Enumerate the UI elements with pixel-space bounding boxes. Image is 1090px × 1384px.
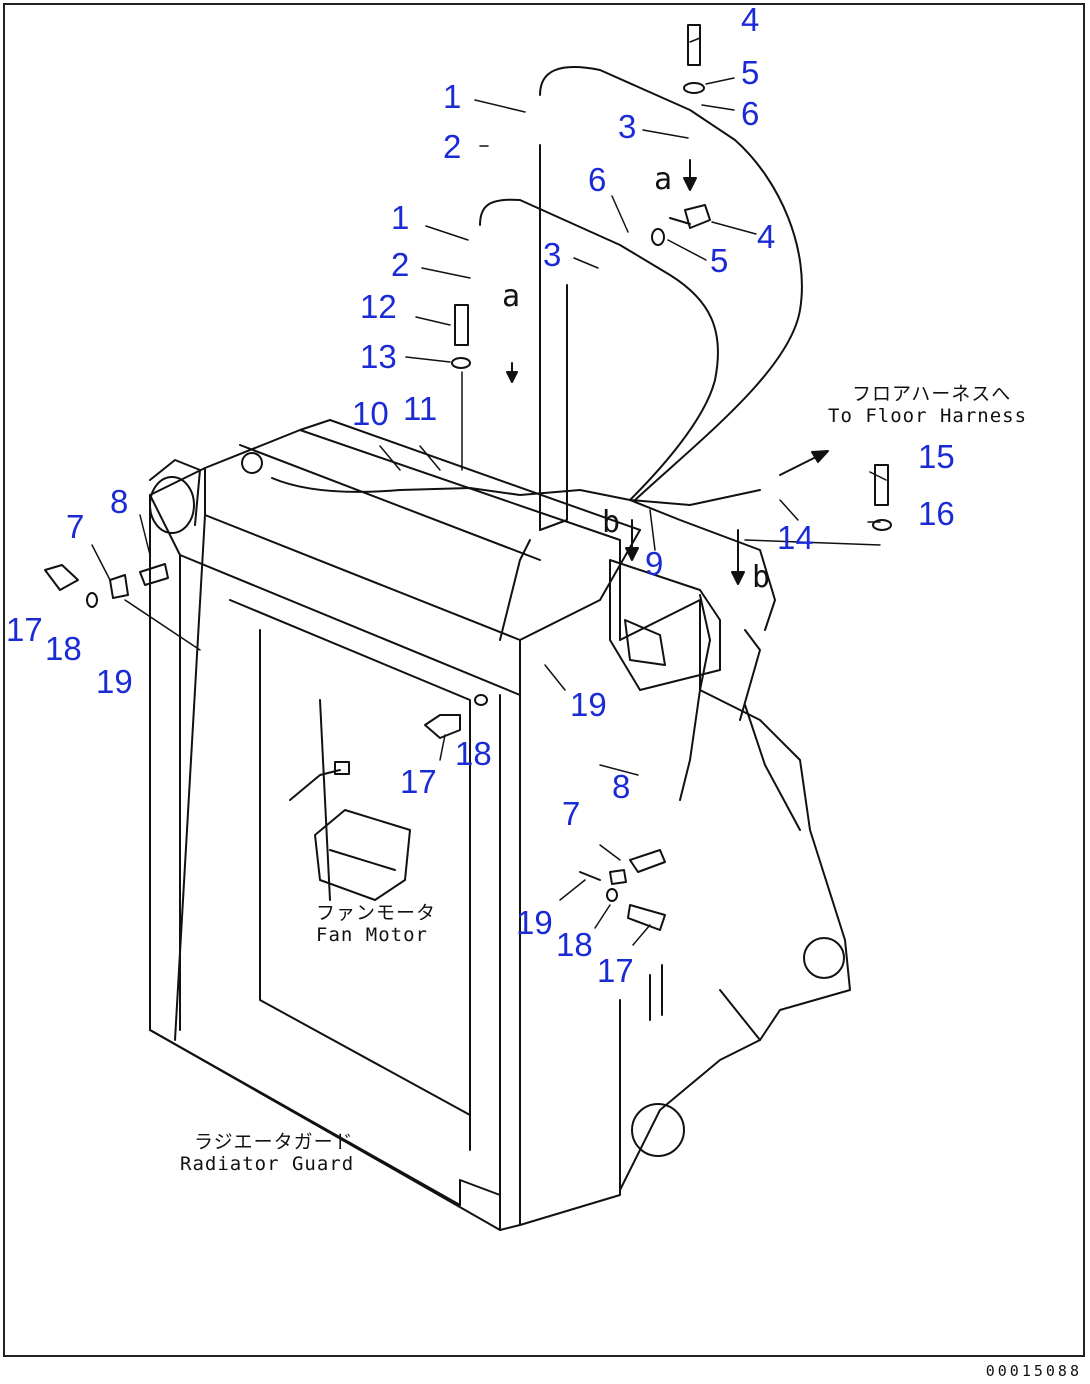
callout-4: 4	[741, 1, 760, 38]
harness-wiring	[271, 66, 803, 801]
caption-floor-harness-jp: フロアハーネスへ	[852, 383, 1012, 405]
callout-2: 2	[443, 128, 462, 165]
leader-lines	[91, 37, 887, 946]
callout-16: 16	[918, 495, 955, 532]
callout-13: 13	[360, 338, 397, 375]
callout-1: 1	[443, 78, 462, 115]
caption-floor-harness-en: To Floor Harness	[828, 404, 1028, 427]
callout-15: 15	[918, 438, 955, 475]
side-housing-outline	[609, 559, 851, 1191]
callout-3b: 3	[543, 236, 562, 273]
callout-7b: 7	[562, 795, 581, 832]
callout-18b: 18	[455, 735, 492, 772]
caption-fan-motor-en: Fan Motor	[316, 923, 428, 946]
callout-6b: 6	[588, 161, 607, 198]
view-mark-a-upper: a	[654, 162, 673, 197]
callout-9: 9	[645, 545, 664, 582]
view-mark-b-left: b	[602, 505, 621, 540]
callout-7: 7	[66, 508, 85, 545]
callout-2b: 2	[391, 246, 410, 283]
callout-18c: 18	[556, 926, 593, 963]
callout-17c: 17	[597, 952, 634, 989]
callout-10: 10	[352, 395, 389, 432]
callout-14: 14	[777, 519, 814, 556]
drawing-border	[3, 3, 1085, 1357]
callout-19c: 19	[516, 904, 553, 941]
caption-fan-motor-jp: ファンモータ	[316, 902, 437, 924]
view-mark-b-right: b	[752, 560, 771, 595]
callout-8: 8	[110, 483, 129, 520]
callout-19b: 19	[570, 686, 607, 723]
callout-17b: 17	[400, 763, 437, 800]
caption-radiator-guard: ラジエータガード Radiator Guard	[180, 1131, 355, 1176]
callout-4b: 4	[757, 218, 776, 255]
caption-fan-motor: ファンモータ Fan Motor	[316, 902, 437, 947]
drawing-number: 00015088	[985, 1362, 1082, 1380]
callout-5: 5	[741, 54, 760, 91]
caption-floor-harness: フロアハーネスへ To Floor Harness	[828, 383, 1028, 428]
fan-motor-outline	[289, 761, 411, 901]
radiator-guard-outline	[149, 419, 641, 1231]
callout-18: 18	[45, 630, 82, 667]
radiator-cap-outline	[149, 452, 263, 534]
callout-17: 17	[6, 611, 43, 648]
callout-6: 6	[741, 95, 760, 132]
view-arrows	[506, 159, 829, 585]
callout-19: 19	[96, 663, 133, 700]
callout-1b: 1	[391, 199, 410, 236]
callout-8b: 8	[612, 768, 631, 805]
callout-5b: 5	[710, 242, 729, 279]
callout-12: 12	[360, 288, 397, 325]
callout-11: 11	[403, 390, 438, 427]
caption-radiator-guard-en: Radiator Guard	[180, 1152, 355, 1175]
fasteners	[44, 24, 892, 931]
caption-radiator-guard-jp: ラジエータガード	[194, 1131, 354, 1153]
view-mark-a-lower: a	[502, 279, 521, 314]
callout-3: 3	[618, 108, 637, 145]
